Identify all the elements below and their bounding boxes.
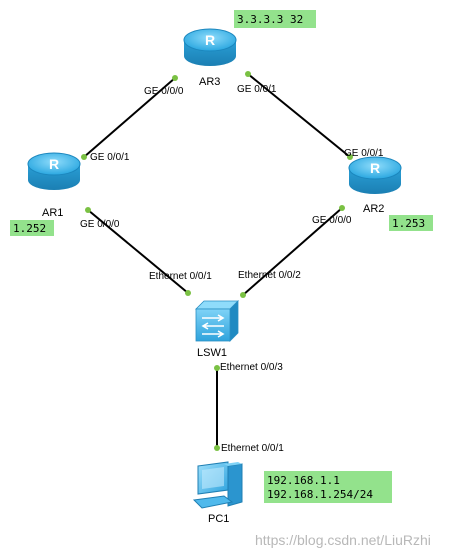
- svg-text:R: R: [370, 160, 380, 176]
- port-label-ar3-ge000: GE 0/0/0: [144, 86, 184, 97]
- router-icon: R: [27, 152, 81, 190]
- port-label-ar2-ge000: GE 0/0/0: [312, 215, 352, 226]
- note-ar2: 1.253: [389, 215, 433, 231]
- note-pc1-line1: 192.168.1.1: [267, 474, 340, 487]
- link-ar1-lsw1: [87, 209, 189, 294]
- device-label-ar3: AR3: [199, 76, 220, 88]
- port-dot: [347, 154, 353, 160]
- port-dot: [172, 75, 178, 81]
- port-label-ar2-ge001: GE 0/0/1: [344, 148, 384, 159]
- port-dot: [214, 445, 220, 451]
- note-ar2-text: 1.253: [392, 217, 425, 230]
- links: [83, 73, 351, 448]
- link-ar2-lsw1: [242, 207, 343, 296]
- note-ar1-text: 1.252: [13, 222, 46, 235]
- port-dot: [85, 207, 91, 213]
- note-pc1: 192.168.1.1 192.168.1.254/24: [264, 471, 392, 503]
- link-ar3-ar2: [247, 73, 351, 158]
- port-dot: [240, 292, 246, 298]
- device-label-ar2: AR2: [363, 203, 384, 215]
- port-dot: [185, 290, 191, 296]
- device-label-lsw1: LSW1: [197, 347, 227, 359]
- router-ar2[interactable]: R: [348, 156, 402, 194]
- svg-text:R: R: [49, 156, 59, 172]
- port-label-ar3-ge001: GE 0/0/1: [237, 84, 277, 95]
- port-dot: [214, 365, 220, 371]
- svg-text:R: R: [205, 32, 215, 48]
- router-icon: R: [183, 28, 237, 66]
- watermark-text: https://blog.csdn.net/LiuRzhi: [255, 532, 431, 548]
- device-label-pc1: PC1: [208, 513, 229, 525]
- link-ar3-ar1: [83, 77, 176, 158]
- device-label-ar1: AR1: [42, 207, 63, 219]
- switch-icon: [195, 300, 239, 342]
- port-label-pc1-eth001: Ethernet 0/0/1: [221, 443, 284, 454]
- port-dot: [81, 154, 87, 160]
- port-label-lsw1-eth003: Ethernet 0/0/3: [220, 362, 283, 373]
- note-ar1: 1.252: [10, 220, 54, 236]
- port-label-ar1-ge001: GE 0/0/1: [90, 152, 130, 163]
- port-dot: [339, 205, 345, 211]
- port-label-lsw1-eth001: Ethernet 0/0/1: [149, 271, 212, 282]
- router-icon: R: [348, 156, 402, 194]
- port-label-ar1-ge000: GE 0/0/0: [80, 219, 120, 230]
- router-ar3[interactable]: R: [183, 28, 237, 66]
- note-ar3-text: 3.3.3.3 32: [237, 13, 303, 26]
- port-dot: [245, 71, 251, 77]
- note-pc1-line2: 192.168.1.254/24: [267, 488, 373, 501]
- pc-icon: [192, 461, 243, 509]
- pc-pc1[interactable]: [192, 461, 243, 509]
- switch-lsw1[interactable]: [195, 300, 239, 342]
- port-dots: [81, 71, 353, 451]
- port-label-lsw1-eth002: Ethernet 0/0/2: [238, 270, 301, 281]
- router-ar1[interactable]: R: [27, 152, 81, 190]
- note-ar3: 3.3.3.3 32: [234, 10, 316, 28]
